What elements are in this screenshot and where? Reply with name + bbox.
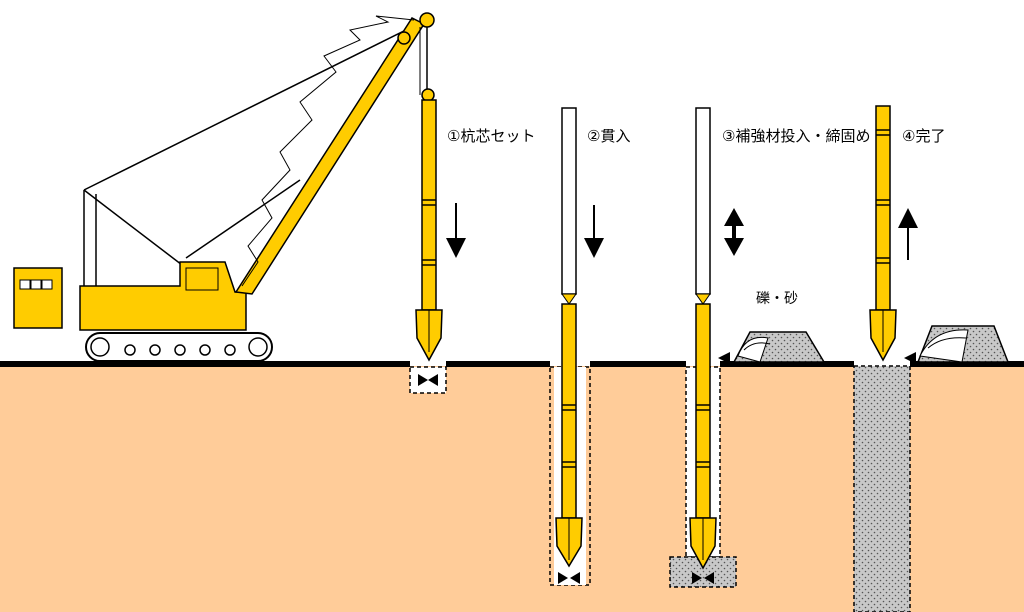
step4-compacted-column <box>853 365 911 612</box>
step2-drawing <box>549 107 604 586</box>
step1-label: ①杭芯セット <box>447 127 536 145</box>
step4-pile <box>875 105 891 311</box>
ground-line <box>0 361 1024 367</box>
step4-arrow <box>898 208 918 228</box>
step3-drawing <box>669 107 826 588</box>
crawler-crane <box>13 12 435 362</box>
step2-label: ②貫入 <box>587 127 631 145</box>
step3-label: ③補強材投入・締固め <box>722 127 871 145</box>
step2-casing <box>561 107 577 295</box>
material-label: 礫・砂 <box>756 291 798 307</box>
crane-boom <box>234 17 426 295</box>
crane-body <box>79 261 247 331</box>
step3-arrow-down <box>724 238 744 256</box>
step3-casing <box>695 107 711 295</box>
generator-box <box>13 267 63 329</box>
step1-drawing <box>409 27 466 394</box>
step4-label: ④完了 <box>902 127 946 145</box>
step4-drawing <box>853 105 1010 612</box>
step3-arrow-up <box>724 208 744 226</box>
